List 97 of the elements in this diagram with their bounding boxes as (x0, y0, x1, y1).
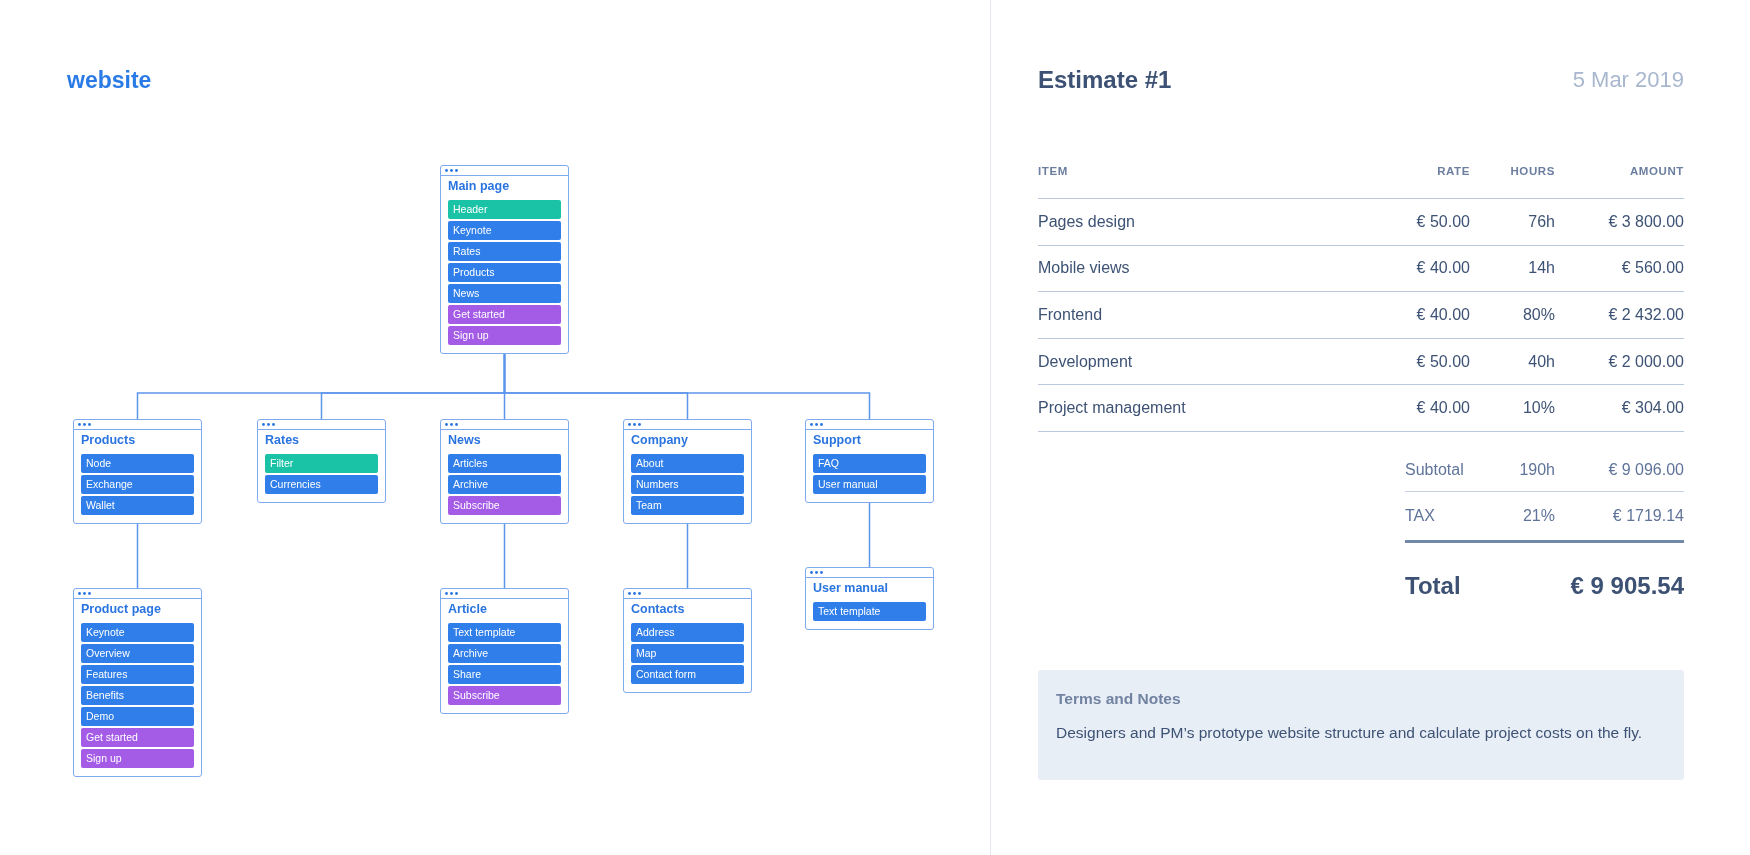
section-bar: News (448, 284, 561, 303)
table-cell: € 2 000.00 (1608, 352, 1684, 371)
estimate-title: Estimate #1 (1038, 65, 1172, 95)
summary-label: TAX (1405, 507, 1435, 525)
table-cell: € 304.00 (1621, 399, 1684, 418)
section-bar: Overview (81, 644, 194, 663)
section-bar: Keynote (81, 623, 194, 642)
section-bar: Get started (81, 728, 194, 747)
section-bar: Text template (448, 623, 561, 642)
page-card (440, 419, 569, 524)
connector-line (868, 502, 871, 568)
table-cell: € 40.00 (1416, 259, 1470, 278)
card-title: News (448, 433, 482, 448)
table-cell: Pages design (1038, 212, 1135, 231)
page-card (73, 419, 202, 524)
total-label: Total (1405, 572, 1461, 600)
card-title: Contacts (631, 602, 686, 617)
card-title: Rates (265, 433, 301, 448)
card-title: User manual (813, 581, 890, 596)
section-bar: Team (631, 496, 744, 515)
table-cell: 76h (1528, 212, 1555, 231)
section-bar: Currencies (265, 475, 378, 494)
column-header: HOURS (1510, 165, 1555, 177)
section-bar: Sign up (81, 749, 194, 768)
section-bar: Features (81, 665, 194, 684)
date-label: 5 Mar 2019 (1572, 66, 1684, 94)
notes-text: Designers and PM’s prototype website structure and calculate project costs on the fly. (1056, 723, 1644, 743)
page-title: website (67, 66, 152, 95)
page-card (73, 588, 202, 777)
card-title: Main page (448, 179, 511, 194)
section-bar: Header (448, 200, 561, 219)
connector-line (136, 523, 139, 589)
notes-heading: Terms and Notes (1056, 689, 1182, 709)
section-bar: About (631, 454, 744, 473)
section-bar: Archive (448, 644, 561, 663)
card-title: Product page (81, 602, 162, 617)
section-bar: Demo (81, 707, 194, 726)
table-cell: 80% (1522, 306, 1555, 324)
table-cell: € 40.00 (1416, 306, 1470, 324)
page-card (440, 165, 569, 354)
section-bar: Subscribe (448, 496, 561, 515)
section-bar: Products (448, 263, 561, 282)
table-cell: 10% (1522, 399, 1555, 418)
section-bar: Benefits (81, 686, 194, 705)
section-bar: Share (448, 665, 561, 684)
card-title: Company (631, 433, 689, 448)
table-cell: Frontend (1038, 306, 1103, 324)
section-bar: Numbers (631, 475, 744, 494)
total-amount: € 9 905.54 (1570, 572, 1684, 600)
table-cell: € 40.00 (1416, 399, 1470, 418)
section-bar: Map (631, 644, 744, 663)
summary-value: € 1719.14 (1612, 507, 1684, 525)
page-card (440, 588, 569, 714)
column-header: ITEM (1038, 165, 1068, 177)
section-bar: Sign up (448, 326, 561, 345)
page-card (805, 419, 934, 503)
table-cell: Project management (1038, 399, 1186, 418)
table-cell: Development (1038, 352, 1133, 371)
page-card (623, 419, 752, 524)
connector-line (686, 523, 689, 589)
section-bar: Node (81, 454, 194, 473)
page-card (257, 419, 386, 503)
section-bar: Text template (813, 602, 926, 621)
table-cell: € 50.00 (1416, 352, 1470, 371)
column-header: RATE (1437, 165, 1470, 177)
section-bar: Contact form (631, 665, 744, 684)
section-bar: Get started (448, 305, 561, 324)
section-bar: Rates (448, 242, 561, 261)
table-cell: € 2 432.00 (1608, 306, 1684, 324)
connector-line (503, 523, 506, 589)
card-title: Products (81, 433, 137, 448)
table-cell: Mobile views (1038, 259, 1130, 278)
table-cell: 40h (1528, 352, 1555, 371)
section-bar: Exchange (81, 475, 194, 494)
summary-value: € 9 096.00 (1608, 460, 1684, 479)
section-bar: Subscribe (448, 686, 561, 705)
page-card (623, 588, 752, 693)
card-title: Support (813, 433, 862, 448)
section-bar: Wallet (81, 496, 194, 515)
column-header: AMOUNT (1629, 165, 1684, 177)
connector-line (503, 353, 871, 420)
card-title: Article (448, 602, 488, 617)
summary-label: Subtotal (1405, 460, 1464, 479)
table-cell: € 560.00 (1621, 259, 1684, 278)
table-cell: 14h (1528, 259, 1555, 278)
table-cell: € 3 800.00 (1608, 212, 1684, 231)
summary-value: 21% (1522, 507, 1555, 525)
section-bar: Keynote (448, 221, 561, 240)
section-bar: Archive (448, 475, 561, 494)
section-bar: User manual (813, 475, 926, 494)
section-bar: Articles (448, 454, 561, 473)
summary-value: 190h (1519, 460, 1555, 479)
section-bar: Filter (265, 454, 378, 473)
table-cell: € 50.00 (1416, 212, 1470, 231)
section-bar: FAQ (813, 454, 926, 473)
page-card (805, 567, 934, 630)
section-bar: Address (631, 623, 744, 642)
